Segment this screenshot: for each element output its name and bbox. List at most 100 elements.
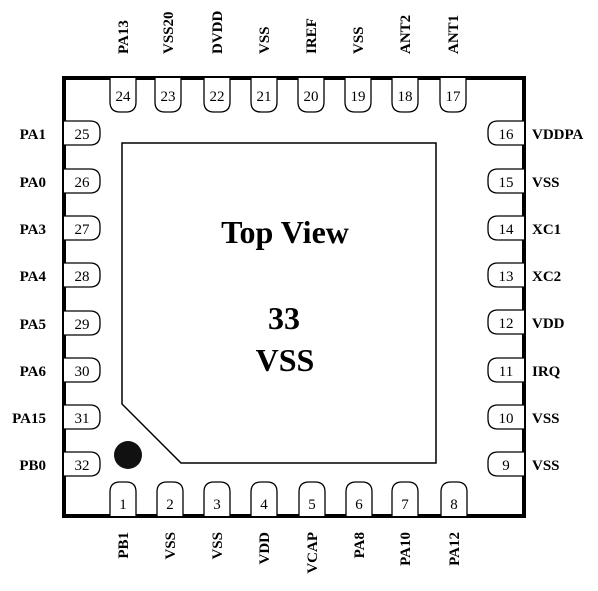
pin-name: VSS [351,26,367,54]
pin-pad [487,451,524,477]
pin-name: PA12 [447,532,463,566]
pin-name: VSS [257,26,273,54]
pin-number: 32 [75,458,90,474]
pin-number: 24 [116,89,132,105]
pin-number: 1 [119,497,127,513]
pin-pad [64,357,101,383]
pin-name: ANT1 [446,15,462,54]
pin-pad [64,404,101,430]
pin-name: VSS20 [161,11,177,54]
pin-number: 19 [351,89,366,105]
pin-number: 7 [401,497,409,513]
pin-name: VSS [163,532,179,560]
pin-name: PA15 [12,411,46,427]
pin-pad [64,310,101,336]
pin-pad [297,78,325,113]
pin-number: 9 [502,458,510,474]
pin-pad [64,215,101,241]
pin-pad [391,78,419,113]
pin-number: 15 [499,175,514,191]
pin-pad [109,481,137,516]
pin-number: 5 [308,497,316,513]
pin-number: 6 [355,497,363,513]
pin-number: 16 [499,127,515,143]
pin-number: 14 [499,222,515,238]
pin-pad [345,481,373,516]
pin-pad [440,481,468,516]
pin-14: 14 XC1 [487,215,561,241]
pin-number: 22 [210,89,225,105]
pin-pad [64,120,101,146]
pin-number: 31 [75,411,90,427]
pin-10: 10 VSS [487,404,560,430]
pin-number: 8 [450,497,458,513]
pin-pad [64,451,101,477]
pin-name: VSS [210,532,226,560]
pin-name: PA8 [352,532,368,558]
pin-name: IREF [304,18,320,54]
pin-number: 27 [75,222,91,238]
pin-name: PA4 [20,269,47,285]
pin-pad [64,168,101,194]
pin-pad [487,309,524,335]
pin-name: XC1 [532,222,561,238]
pin-name: DVDD [210,11,226,54]
pin-20: 20 IREF [297,18,325,113]
pin-27: 27 PA3 [20,215,101,241]
pin-pad [487,404,524,430]
pin-name: PA0 [20,175,46,191]
pin-number: 12 [499,316,514,332]
pin-pad [487,357,524,383]
pin-name: PA1 [20,127,46,143]
pin-name: XC2 [532,269,561,285]
pin-name: VSS [532,411,560,427]
exposed-pad-number: 33 [268,300,300,336]
pin-pad [487,120,524,146]
pin-pad [154,78,182,113]
pin-number: 26 [75,175,91,191]
pin-name: PA6 [20,364,47,380]
pin-number: 11 [499,364,513,380]
pin-pad [344,78,372,113]
pin-pad [298,481,326,516]
exposed-pad [121,142,437,464]
pin-26: 26 PA0 [20,168,101,194]
pin-name: VDD [257,532,273,565]
pin-name: PA10 [398,532,414,566]
view-label: Top View [221,214,349,250]
pin-name: VDDPA [532,127,584,143]
pin-number: 4 [260,497,268,513]
pin-pad [64,262,101,288]
pin-pad [250,481,278,516]
pin-number: 13 [499,269,514,285]
pin-11: 11 IRQ [487,357,561,383]
pin1-indicator-dot [114,441,142,469]
pin-19: 19 VSS [344,26,372,113]
pin-number: 10 [499,411,514,427]
pin-pad [203,481,231,516]
pin-number: 20 [304,89,319,105]
pin-number: 29 [75,317,90,333]
pin-pad [391,481,419,516]
pin-name: IRQ [532,364,561,380]
pin-name: PA3 [20,222,46,238]
pin-pad [203,78,231,113]
pin-pad [487,215,524,241]
pin-13: 13 XC2 [487,262,561,288]
pin-name: ANT2 [398,15,414,54]
